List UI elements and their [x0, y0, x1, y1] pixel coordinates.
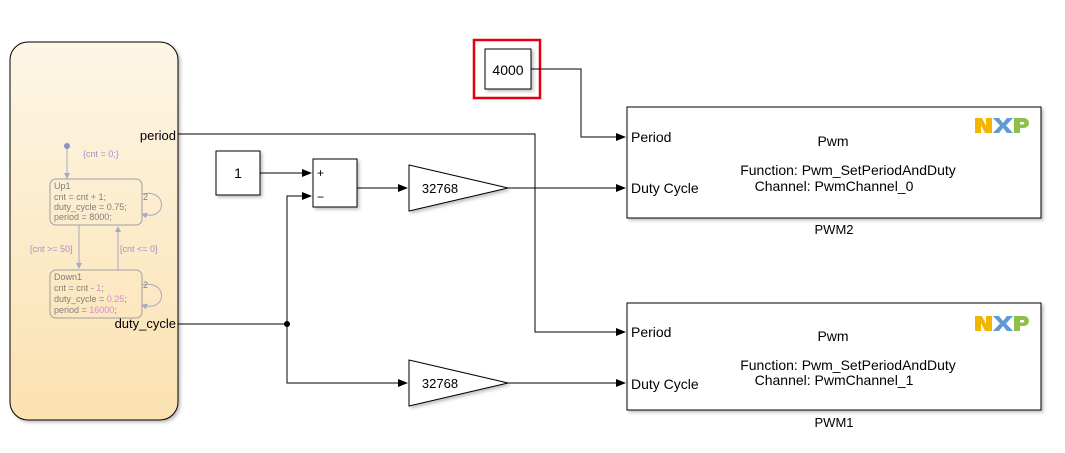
nxp-logo-icon [975, 316, 1029, 331]
chart-port-duty-cycle: duty_cycle [115, 316, 176, 331]
gain-block-top[interactable]: 32768 [408, 164, 509, 212]
state-up1-line: duty_cycle = 0.75; [54, 202, 127, 212]
sum-sign-minus: − [317, 190, 324, 204]
default-transition-label: {cnt = 0;} [83, 149, 119, 159]
pwm2-function: Function: Pwm_SetPeriodAndDuty [740, 162, 956, 178]
default-transition-dot [64, 143, 70, 149]
constant-block-1[interactable]: 1 [215, 150, 261, 196]
constant-1-value: 1 [234, 165, 242, 181]
gain-top-value: 32768 [422, 181, 458, 196]
pwm2-channel: Channel: PwmChannel_0 [755, 178, 914, 194]
pwm2-port-period: Period [631, 129, 671, 145]
pwm2-port-duty-cycle: Duty Cycle [631, 180, 699, 196]
transition-down-to-up-label: [cnt <= 0] [120, 244, 158, 254]
transition-up-to-down-label: [cnt >= 50] [30, 244, 73, 254]
state-up1-self-priority: 2 [143, 192, 148, 202]
pwm1-block[interactable]: Period Duty Cycle Pwm Function: Pwm_SetP… [626, 302, 1042, 411]
gain-bottom-value: 32768 [422, 376, 458, 391]
constant-block-4000[interactable]: 4000 [472, 38, 542, 100]
state-down1-name: Down1 [54, 272, 82, 282]
state-down1-self-priority: 2 [143, 280, 148, 290]
state-up1[interactable]: Up1 cnt = cnt + 1; duty_cycle = 0.75; pe… [49, 178, 162, 226]
pwm2-block-name: PWM2 [815, 222, 854, 237]
pwm2-block[interactable]: Period Duty Cycle Pwm Function: Pwm_SetP… [626, 106, 1042, 219]
state-up1-line: cnt = cnt + 1; [54, 192, 106, 202]
sum-block[interactable]: + − [312, 158, 358, 208]
state-down1-line: period = 16000; [54, 305, 117, 315]
chart-port-period: period [140, 128, 176, 143]
state-down1[interactable]: Down1 cnt = cnt - 1; duty_cycle = 0.25; … [49, 269, 162, 319]
constant-4000-value: 4000 [492, 62, 523, 78]
pwm1-function: Function: Pwm_SetPeriodAndDuty [740, 357, 956, 373]
signal-line-period-to-pwm1-period[interactable] [178, 133, 626, 336]
pwm1-channel: Channel: PwmChannel_1 [755, 372, 914, 388]
signal-line-duty-cycle-to-sum[interactable] [286, 192, 312, 324]
state-up1-line: period = 8000; [54, 212, 112, 222]
gain-block-bottom[interactable]: 32768 [408, 359, 509, 407]
signal-line-duty-cycle-to-gain-bottom[interactable] [286, 324, 408, 387]
pwm1-title: Pwm [817, 328, 848, 344]
stateflow-chart[interactable]: {cnt = 0;} Up1 cnt = cnt + 1; duty_cycle… [9, 41, 179, 421]
sum-sign-plus: + [317, 166, 324, 180]
state-up1-name: Up1 [54, 181, 71, 191]
pwm1-port-duty-cycle: Duty Cycle [631, 376, 699, 392]
pwm1-block-name: PWM1 [815, 415, 854, 430]
signal-line-4000-to-pwm2-period[interactable] [531, 68, 626, 141]
pwm2-title: Pwm [817, 133, 848, 149]
state-down1-line: cnt = cnt - 1; [54, 283, 104, 293]
state-down1-line: duty_cycle = 0.25; [54, 294, 127, 304]
pwm1-port-period: Period [631, 324, 671, 340]
nxp-logo-icon [975, 118, 1029, 133]
